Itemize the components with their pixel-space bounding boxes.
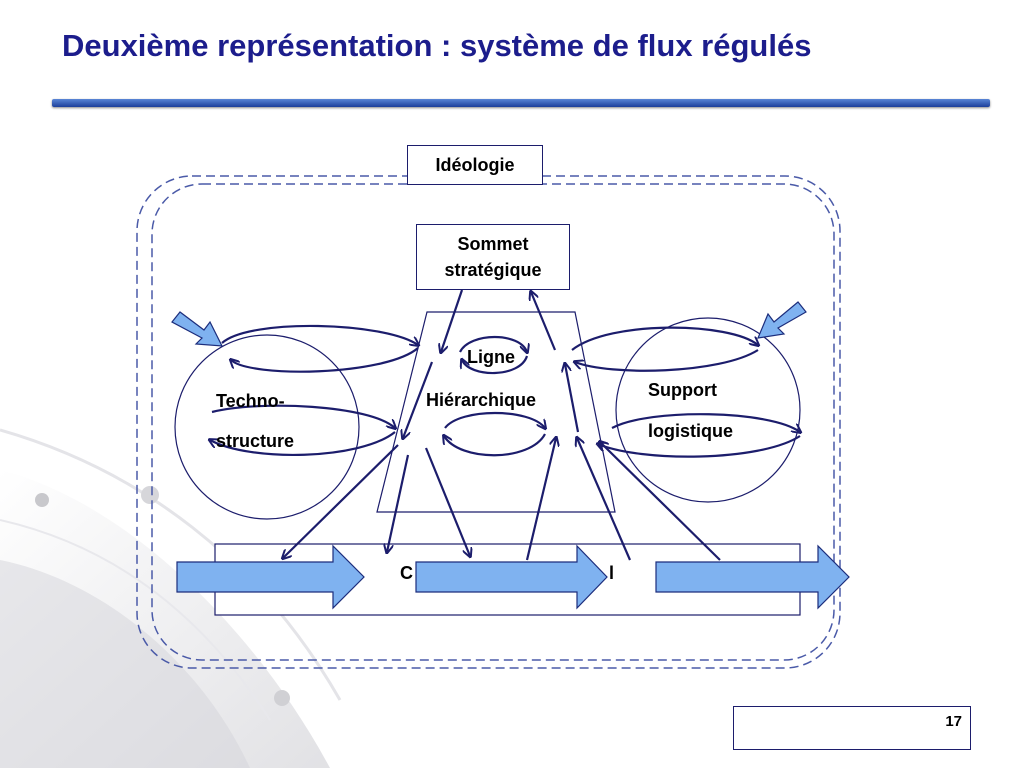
page-number: 17	[945, 713, 962, 730]
flow-arrow-2	[415, 544, 608, 610]
support-loop-arrow-bottom-return	[598, 435, 801, 458]
ligne-label: Ligne	[467, 347, 515, 367]
support-label-line1: Support	[648, 380, 717, 400]
apex-up-arrow	[531, 292, 557, 351]
hierarchy-down-arrow-1	[387, 454, 410, 552]
flow-arrow-3	[655, 544, 850, 610]
centre-up-arrow-2	[577, 438, 632, 561]
hierarchy-loop-arrow-return	[444, 434, 546, 457]
support-circle	[615, 317, 801, 503]
apex-down-arrow	[441, 289, 464, 352]
support-loop-arrow-top-return	[575, 349, 759, 372]
hierarchy-down-arrow-2	[424, 447, 470, 556]
strategic-apex-box: Sommet stratégique	[416, 224, 570, 290]
technostructure-label-line1: Techno-	[216, 391, 285, 411]
slide-title: Deuxième représentation : système de flu…	[62, 28, 812, 63]
ligne-loop-arrow	[459, 335, 527, 352]
input-arrow-left	[171, 311, 224, 347]
technostructure-circle	[174, 334, 360, 520]
operational-centre-label-left: C	[400, 563, 413, 583]
middle-down-left-arrow	[403, 361, 434, 438]
hierarchique-label: Hiérarchique	[426, 390, 537, 410]
middle-up-right-arrow	[565, 364, 580, 433]
support-loop-arrow-bottom	[611, 413, 800, 432]
techno-loop-arrow-bottom	[211, 404, 395, 428]
techno-loop-arrow-top-return	[231, 347, 419, 373]
hierarchy-loop-arrow	[444, 412, 545, 428]
strategic-apex-line2: stratégique	[444, 260, 542, 280]
support-label-line2: logistique	[648, 421, 733, 441]
flow-arrow-1	[176, 544, 365, 610]
techno-loop-arrow-bottom-return	[210, 431, 396, 457]
page-number-box: 17	[733, 706, 971, 750]
techno-to-centre-arrow	[283, 444, 399, 558]
centre-up-arrow-1	[525, 438, 556, 561]
ideology-label: Idéologie	[407, 145, 543, 185]
support-loop-arrow-top	[571, 326, 758, 351]
operational-centre-label-right: l	[609, 563, 615, 583]
technostructure-label-line2: structure	[216, 431, 295, 451]
title-underline	[52, 99, 990, 107]
centre-to-support-arrow	[600, 442, 721, 561]
strategic-apex-line1: Sommet	[457, 234, 529, 254]
ideology-frame-inner	[151, 183, 835, 661]
input-arrow-right	[757, 301, 807, 339]
techno-loop-arrow-top	[221, 324, 418, 345]
ligne-loop-arrow-return	[462, 355, 529, 375]
